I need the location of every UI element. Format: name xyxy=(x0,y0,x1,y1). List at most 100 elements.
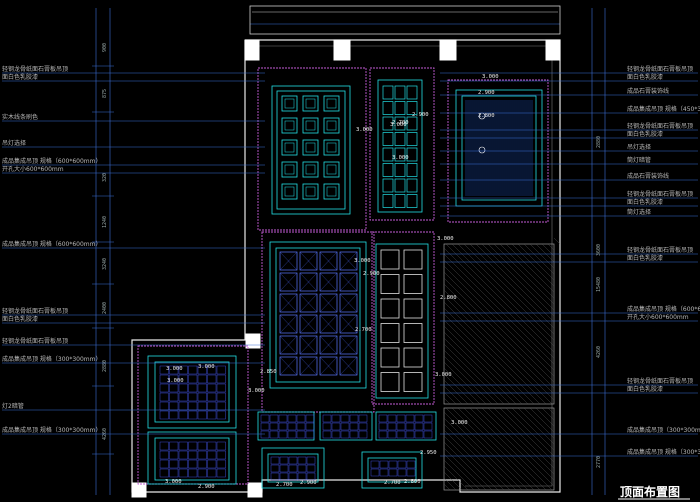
grid-cell xyxy=(169,383,179,393)
left-annotation-text: 灯2暗管 xyxy=(2,402,24,410)
cell-diagonal xyxy=(299,272,318,292)
hatch-line xyxy=(443,307,541,405)
grid-cell xyxy=(188,374,198,384)
hatch-line xyxy=(443,253,555,365)
blue-grid-4 xyxy=(279,251,358,376)
grid-cell xyxy=(178,365,188,375)
grid-cell xyxy=(279,314,298,334)
grid-cell xyxy=(197,468,207,478)
ceiling-height-label: 3.000 xyxy=(451,420,468,426)
box-cell xyxy=(380,372,400,392)
hatch-line xyxy=(523,243,555,275)
dimension-value: 320 xyxy=(102,173,108,182)
cell-diagonal xyxy=(319,335,338,355)
dimension-value: 4260 xyxy=(596,346,602,358)
coffer-cell xyxy=(323,95,340,112)
grid-cell xyxy=(296,422,306,431)
grid-cell xyxy=(188,401,198,411)
grid-cell xyxy=(388,468,398,477)
grid-cell xyxy=(270,464,280,473)
grid-cell xyxy=(299,356,318,376)
grid-cell xyxy=(169,441,179,451)
grid-cell xyxy=(207,459,217,469)
grid-cell xyxy=(279,251,298,271)
grid-cell xyxy=(349,422,359,431)
grid-cell xyxy=(414,414,424,423)
right-annotation-text: 轻钢龙骨纸面石膏板吊顶 xyxy=(627,190,693,198)
grid-cell xyxy=(406,116,418,131)
ceiling-height-label: 2.800 xyxy=(404,479,421,485)
grid-cell xyxy=(387,430,397,439)
grid-cell xyxy=(406,460,416,469)
hatch-line xyxy=(445,243,555,353)
left-annotation-text: 实木线条刷色 xyxy=(2,113,38,121)
grid-cell xyxy=(216,365,226,375)
hatch-line xyxy=(493,407,555,469)
grid-cell xyxy=(382,132,394,146)
grid-cell xyxy=(178,374,188,384)
grid-cell xyxy=(394,101,406,115)
hatch-line xyxy=(443,373,475,405)
grid-cell xyxy=(306,456,316,465)
hatch-line xyxy=(529,407,555,433)
right-annotation-text: 轻钢龙骨纸面石膏板吊顶 xyxy=(627,122,693,130)
grid-cell xyxy=(178,450,188,460)
grid-cell xyxy=(394,163,406,177)
ceiling-height-label: 2.700 xyxy=(392,120,409,126)
grid-cell xyxy=(319,314,338,334)
hatch-line xyxy=(475,243,555,323)
grid-cell xyxy=(339,251,358,271)
ceiling-height-label: 3.000 xyxy=(198,364,215,370)
grid-cell xyxy=(197,459,207,469)
coffer-inner xyxy=(305,186,316,197)
hatch-line xyxy=(487,243,555,311)
hatch-line xyxy=(443,397,451,405)
hatch-line xyxy=(443,277,555,389)
grid-cell xyxy=(331,430,341,439)
grid-cell xyxy=(319,356,338,376)
right-room-hatch xyxy=(443,237,561,491)
box-cell xyxy=(403,274,423,294)
ceiling-height-label: 3.000 xyxy=(356,127,373,133)
cell-diagonal xyxy=(279,335,298,355)
coffer-cell xyxy=(302,139,319,156)
hatch-line xyxy=(443,423,511,491)
grid-cell xyxy=(406,468,416,477)
grid-cell xyxy=(207,468,217,478)
cell-diagonal xyxy=(319,251,338,271)
cell-diagonal xyxy=(319,356,338,376)
grid-cell xyxy=(423,422,433,431)
grid-cell xyxy=(159,450,169,460)
grid-cell xyxy=(339,293,358,313)
room-grid-ceiling-2 xyxy=(377,79,423,213)
cell-diagonal xyxy=(279,356,298,376)
grid-cell xyxy=(178,468,188,478)
grid-cell xyxy=(159,374,169,384)
grid-cell xyxy=(378,430,388,439)
box-cell xyxy=(380,274,400,294)
grid-cell xyxy=(319,251,338,271)
coffer-grid-2 xyxy=(382,85,418,208)
left-annotation-text: 开孔大小600*600mm xyxy=(2,165,64,173)
hatch-line xyxy=(443,331,517,405)
coffer-grid-1 xyxy=(281,95,340,200)
grid-cell xyxy=(188,410,198,420)
grid-cell xyxy=(406,194,418,208)
ceiling-height-label: 2.700 xyxy=(384,480,401,486)
coffer-cell xyxy=(323,139,340,156)
drawing-title: 顶面布置图 xyxy=(620,484,680,499)
grid-cell xyxy=(306,472,316,481)
ceiling-height-label: 2.900 xyxy=(478,90,495,96)
coffer-inner xyxy=(326,186,337,197)
cell-diagonal xyxy=(279,272,298,292)
grid-cell xyxy=(396,414,406,423)
grid-cell xyxy=(319,293,338,313)
cell-diagonal xyxy=(339,251,358,271)
ceiling-height-label: 2.950 xyxy=(420,450,437,456)
coffer-inner xyxy=(326,164,337,175)
coffer-inner xyxy=(305,164,316,175)
left-annotation-text: 面白色乳胶漆 xyxy=(2,315,38,323)
coffer-inner xyxy=(305,142,316,153)
grid-cell xyxy=(169,468,179,478)
coffer-cell xyxy=(302,183,319,200)
